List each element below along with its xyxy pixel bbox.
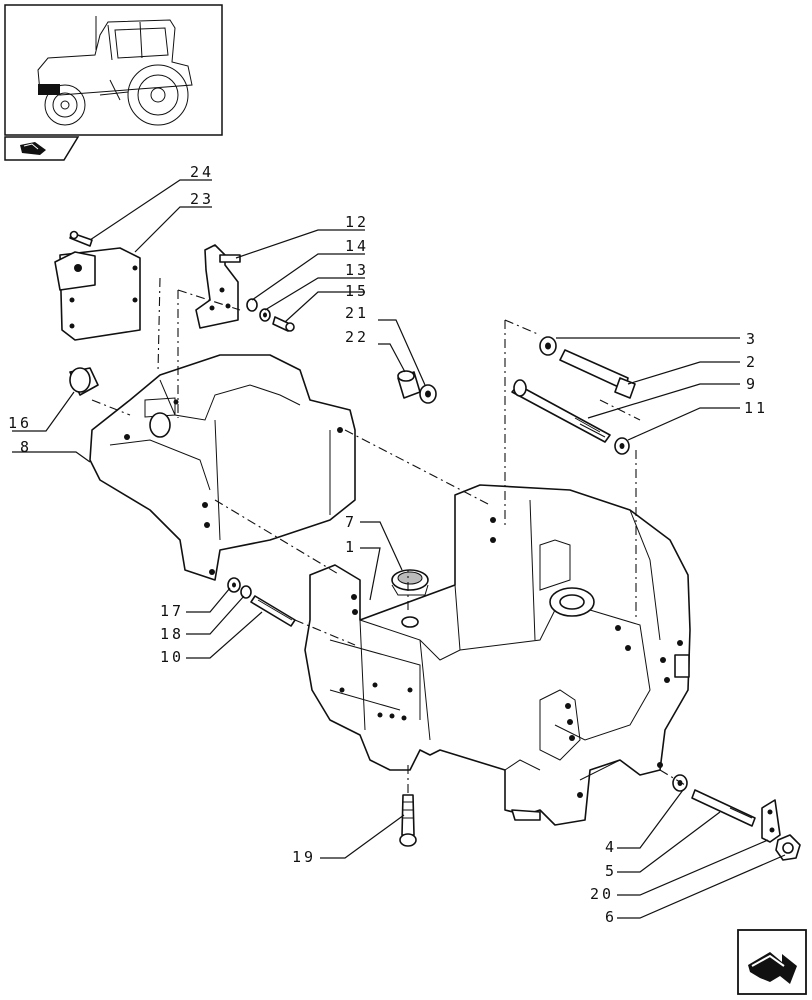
callout-12: 12 xyxy=(345,213,369,231)
callout-8: 8 xyxy=(20,438,32,456)
rear-stud-parts xyxy=(672,774,801,861)
callout-24: 24 xyxy=(190,163,214,181)
callout-21: 21 xyxy=(345,304,369,322)
book-icon[interactable] xyxy=(4,136,80,161)
tractor-thumbnail-icon[interactable] xyxy=(4,4,223,136)
callout-17: 17 xyxy=(160,602,184,620)
spacer-parts xyxy=(397,370,437,404)
callout-14: 14 xyxy=(345,237,369,255)
plug-part xyxy=(69,367,99,396)
stud-washer-parts xyxy=(227,577,296,627)
next-page-arrow-icon[interactable] xyxy=(737,929,807,995)
main-frame-casting xyxy=(304,484,691,826)
bracket-part xyxy=(54,230,141,341)
callout-9: 9 xyxy=(746,375,758,393)
assembly-centerlines xyxy=(91,277,686,795)
callout-10: 10 xyxy=(160,648,184,666)
bottom-bolt-part xyxy=(399,794,417,847)
callout-labels: 24 23 12 14 13 15 21 22 3 2 9 11 16 8 7 … xyxy=(8,163,768,926)
mounting-plate-part xyxy=(195,244,295,332)
callout-18: 18 xyxy=(160,625,184,643)
callout-19: 19 xyxy=(292,848,316,866)
callout-2: 2 xyxy=(746,353,758,371)
callout-1: 1 xyxy=(345,538,357,556)
callout-3: 3 xyxy=(746,330,758,348)
callout-13: 13 xyxy=(345,261,369,279)
callout-20: 20 xyxy=(590,885,614,903)
front-support-casting xyxy=(89,354,356,581)
filter-cap-part xyxy=(391,569,429,628)
callout-15: 15 xyxy=(345,282,369,300)
callout-22: 22 xyxy=(345,328,369,346)
callout-4: 4 xyxy=(605,838,617,856)
callout-6: 6 xyxy=(605,908,617,926)
callout-23: 23 xyxy=(190,190,214,208)
callout-11: 11 xyxy=(744,399,768,417)
long-bolts-parts xyxy=(511,336,636,455)
callout-7: 7 xyxy=(345,513,357,531)
callout-5: 5 xyxy=(605,862,617,880)
callout-16: 16 xyxy=(8,414,32,432)
leader-lines xyxy=(12,179,786,919)
